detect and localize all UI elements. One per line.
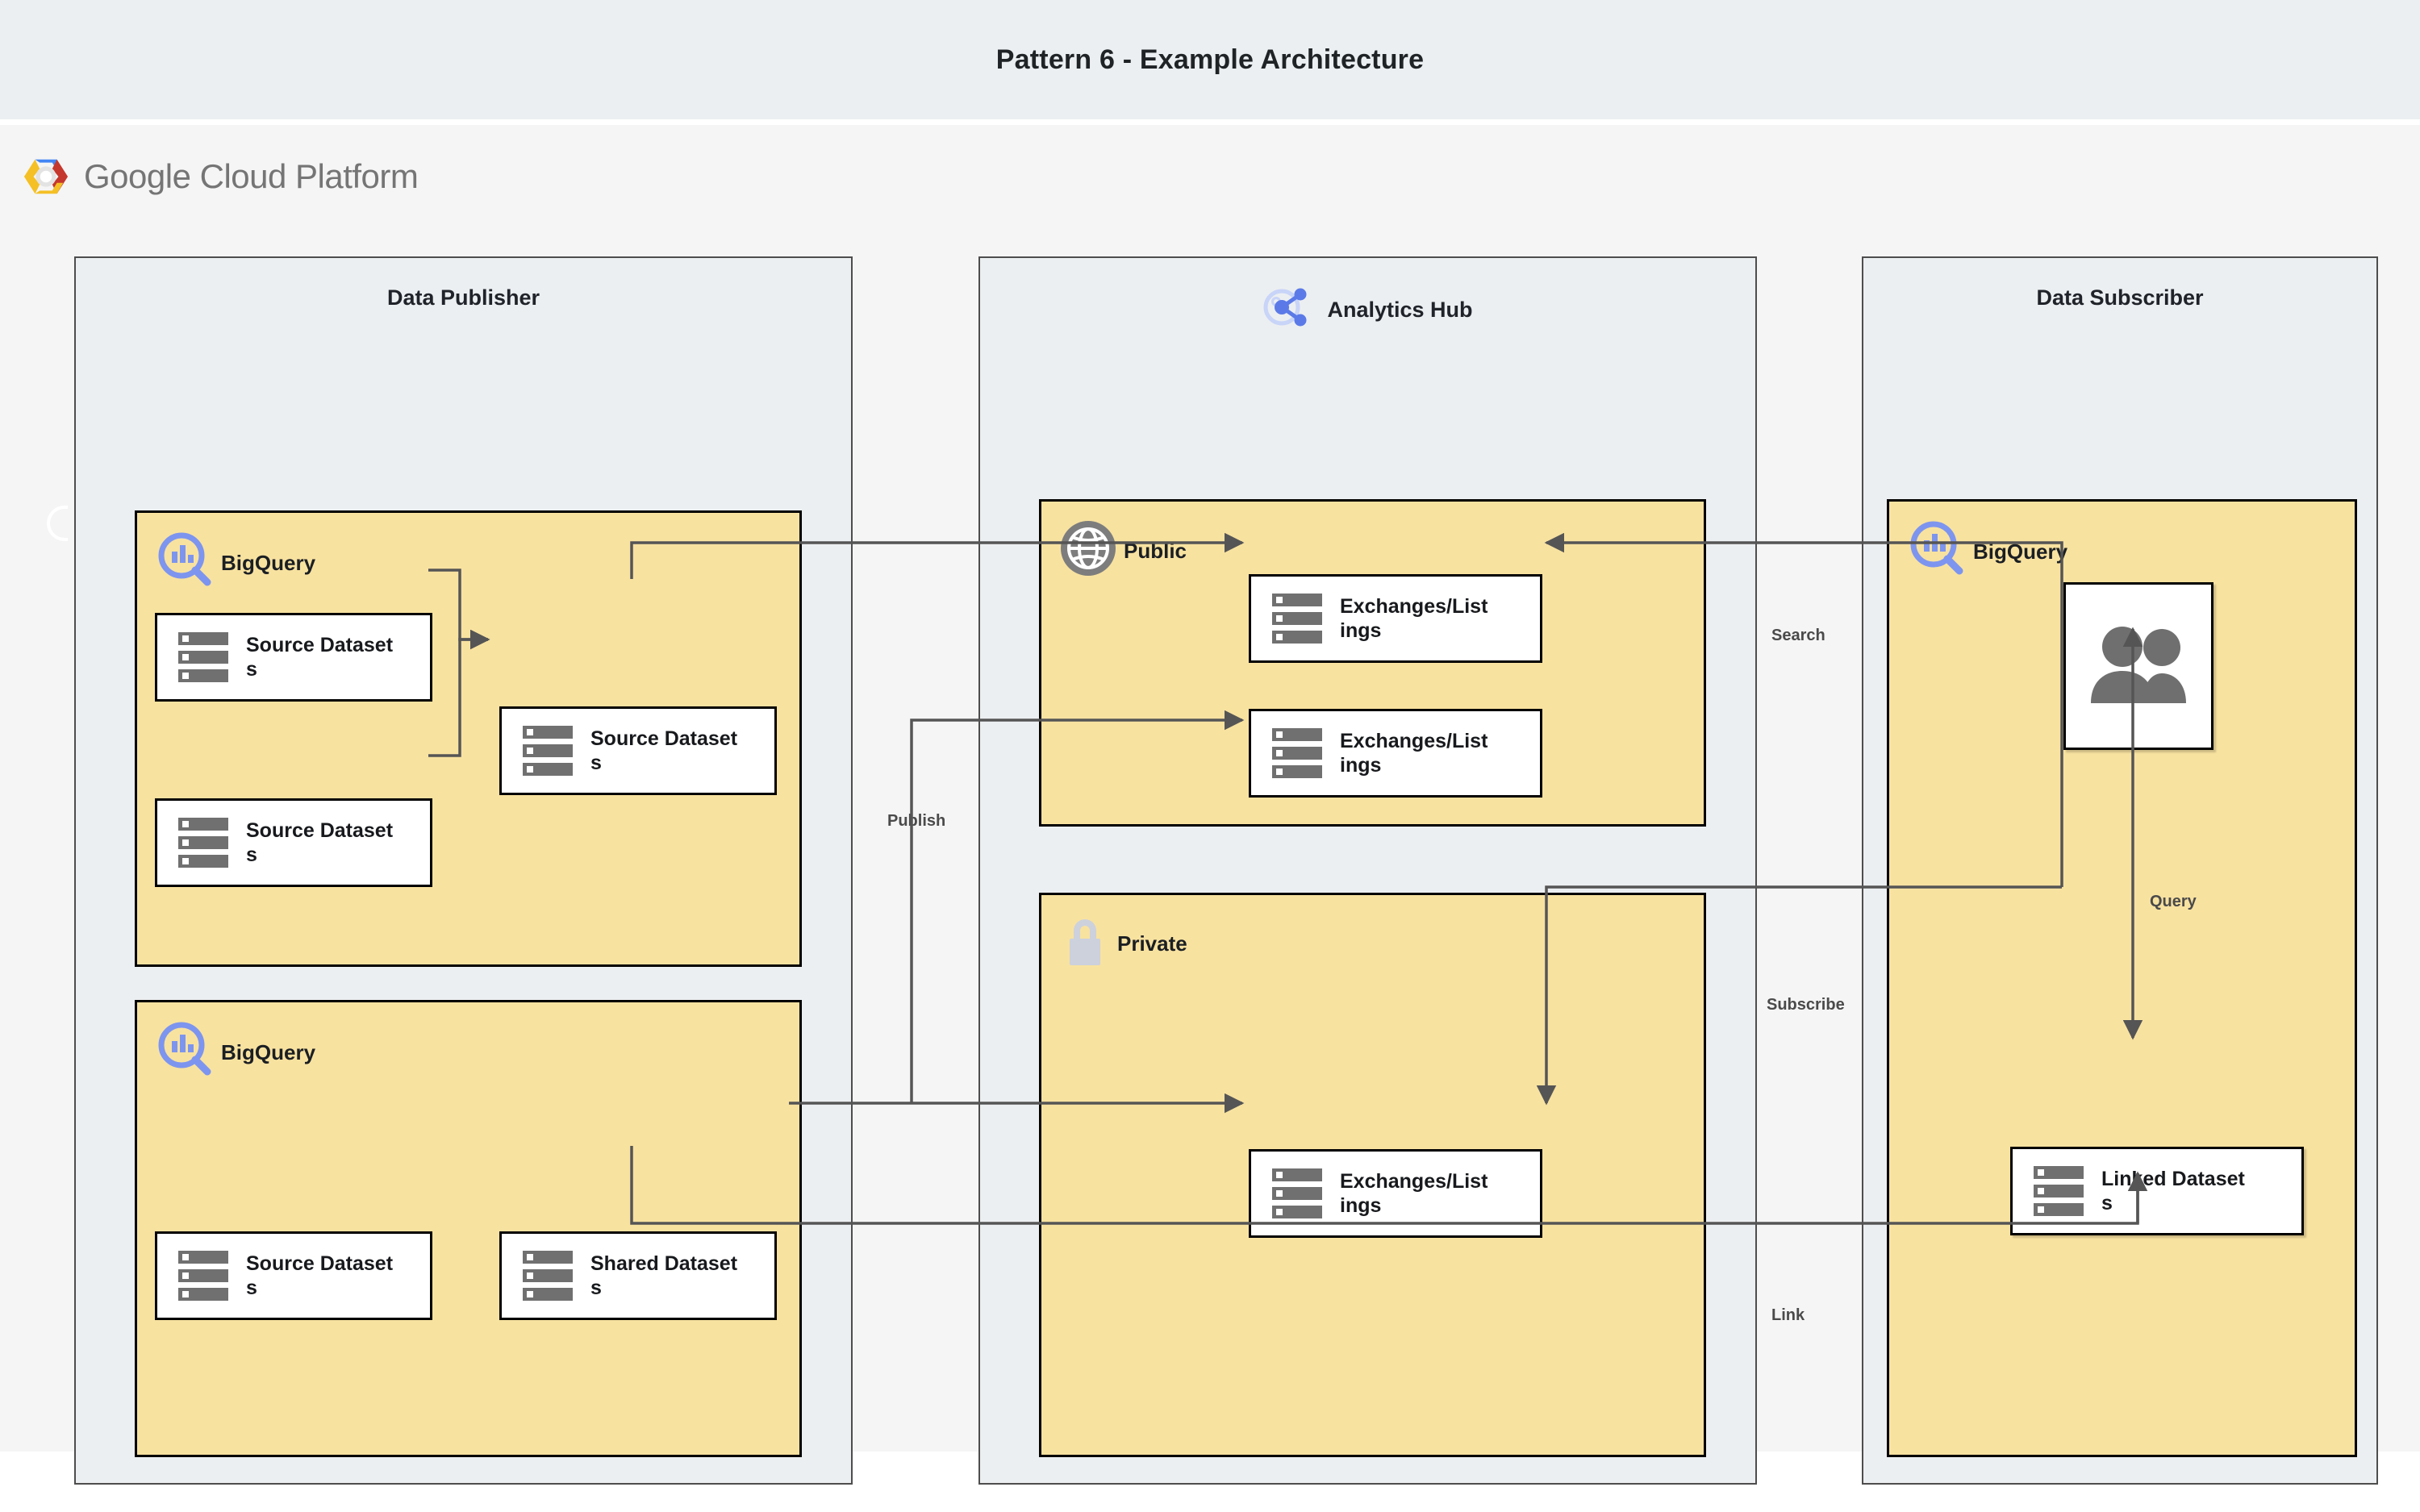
group-subscriber-bigquery: BigQuery Linked	[1887, 499, 2357, 1457]
bigquery-icon	[1907, 519, 1967, 585]
dataset-icon	[178, 632, 228, 682]
edge-label-query: Query	[2150, 893, 2197, 910]
zone-title-data-subscriber: Data Subscriber	[2036, 285, 2204, 310]
node-label: Exchanges/Listings	[1340, 1169, 1488, 1218]
node-hub-listing-2[interactable]: Exchanges/Listings	[1249, 709, 1542, 798]
node-pub-source-3[interactable]: Source Datasets	[499, 706, 777, 795]
node-sub-linked[interactable]: Linked Datasets	[2010, 1147, 2304, 1235]
node-hub-listing-3[interactable]: Exchanges/Listings	[1249, 1149, 1542, 1238]
gcp-wordmark-cloud-platform: Cloud Platform	[190, 157, 419, 195]
node-sub-users[interactable]	[2063, 582, 2213, 750]
zone-title-data-publisher: Data Publisher	[386, 285, 540, 310]
group-label-text: Public	[1124, 539, 1187, 563]
diagram-canvas: Google Cloud Platform Data Publisher	[0, 125, 2420, 1485]
edge-label-publish: Publish	[887, 812, 946, 830]
node-hub-listing-1[interactable]: Exchanges/Listings	[1249, 574, 1542, 663]
bigquery-icon	[155, 531, 215, 596]
group-label-text: Private	[1117, 931, 1187, 956]
page-title: Pattern 6 - Example Architecture	[995, 44, 1425, 75]
dataset-icon	[178, 818, 228, 868]
node-pub-source-1[interactable]: Source Datasets	[155, 613, 432, 702]
decorative-arc	[47, 506, 68, 541]
node-label: Source Datasets	[590, 727, 738, 775]
edge-label-search: Search	[1771, 627, 1825, 644]
group-label-text: BigQuery	[221, 1040, 316, 1064]
node-pub-source-2[interactable]: Source Datasets	[155, 798, 432, 887]
analytics-hub-share-icon	[1262, 285, 1312, 335]
dataset-icon	[1272, 594, 1322, 644]
node-label: Exchanges/Listings	[1340, 729, 1488, 777]
node-label: Exchanges/Listings	[1340, 594, 1488, 643]
gcp-logo: Google Cloud Platform	[23, 153, 419, 200]
globe-icon	[1059, 519, 1117, 583]
group-label-bigquery-bottom: BigQuery	[155, 1020, 315, 1085]
dataset-icon	[523, 726, 573, 776]
group-publisher-bigquery-bottom: BigQuery Source Datasets Shared Datasets	[135, 1000, 802, 1457]
zone-analytics-hub: Analytics Hub Public	[978, 256, 1757, 1485]
zone-title-text: Analytics Hub	[1327, 298, 1473, 322]
gcp-wordmark: Google Cloud Platform	[84, 157, 419, 196]
zone-title-analytics-hub: Analytics Hub	[980, 285, 1755, 335]
bigquery-icon	[155, 1020, 215, 1085]
node-pub-shared-1[interactable]: Shared Datasets	[499, 1231, 777, 1320]
users-icon	[2086, 623, 2191, 710]
dataset-icon	[1272, 1168, 1322, 1218]
node-label: Source Datasets	[246, 818, 394, 867]
dataset-icon	[1272, 728, 1322, 778]
group-label-public: Public	[1059, 519, 1187, 583]
title-bar: Pattern 6 - Example Architecture	[0, 0, 2420, 119]
group-label-private: Private	[1059, 913, 1187, 975]
node-label: Source Datasets	[246, 1252, 394, 1300]
node-label: Source Datasets	[246, 633, 394, 681]
dataset-icon	[2034, 1166, 2084, 1216]
gcp-wordmark-google: Google	[84, 157, 191, 195]
edge-label-subscribe: Subscribe	[1767, 996, 1845, 1014]
group-publisher-bigquery-top: BigQuery Source Datasets Source Datasets…	[135, 510, 802, 967]
group-label-text: BigQuery	[221, 551, 316, 575]
zone-data-subscriber: Data Subscriber BigQuery	[1862, 256, 2378, 1485]
group-hub-private: Private Exchanges/Listings	[1039, 893, 1706, 1457]
node-label: Shared Datasets	[590, 1252, 738, 1300]
edge-label-link: Link	[1771, 1306, 1805, 1324]
node-label: Linked Datasets	[2101, 1167, 2245, 1215]
group-label-bigquery-top: BigQuery	[155, 531, 315, 596]
node-pub-source-4[interactable]: Source Datasets	[155, 1231, 432, 1320]
dataset-icon	[523, 1251, 573, 1301]
gcp-hexagon-logo-icon	[23, 153, 69, 200]
group-hub-public: Public Exchanges/Listings Exchanges/List…	[1039, 499, 1706, 827]
lock-icon	[1059, 913, 1111, 975]
zone-data-publisher: Data Publisher BigQuery	[74, 256, 853, 1485]
group-label-bigquery-subscriber: BigQuery	[1907, 519, 2067, 585]
group-label-text: BigQuery	[1973, 539, 2068, 564]
dataset-icon	[178, 1251, 228, 1301]
